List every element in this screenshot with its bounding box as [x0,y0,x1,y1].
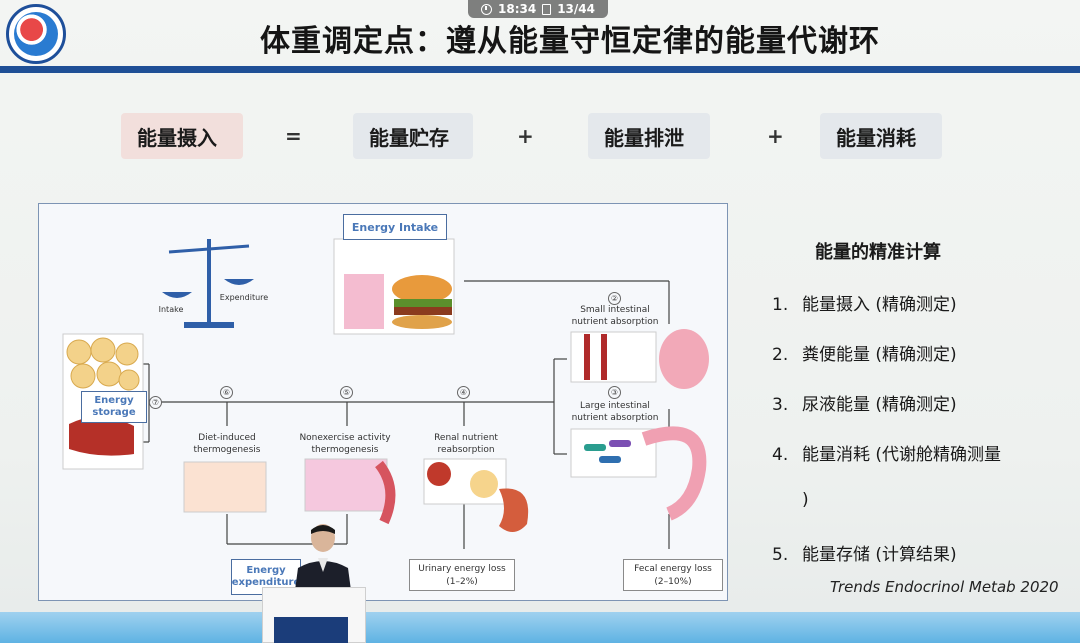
status-bar: 18:34 13/44 [468,0,608,18]
step-label-renal: Renal nutrient reabsorption [434,433,498,455]
list-item-1: 1.能量摄入 (精确测定) [772,295,957,315]
podium-screen [274,617,348,643]
diagram-arrows [62,238,709,549]
clock-icon [481,3,492,15]
step-number-3: ③ [608,386,621,399]
equation-storage: 能量贮存 [353,113,473,159]
list-item-4-continued: ) [802,490,809,510]
step-label-large-intestine: Large intestinal nutrient absorption [571,401,659,423]
equation-intake: 能量摄入 [121,113,243,159]
step-label-diet-thermogenesis: Diet-induced thermogenesis [193,433,261,455]
energy-intake-label: Energy Intake [343,214,447,240]
energy-cycle-diagram: Energy Intake Intake Expenditure Energy … [38,203,728,601]
equation-consumption: 能量消耗 [820,113,942,159]
scale-expenditure-label: Expenditure [219,293,269,302]
equation-plus-2: + [767,124,784,148]
fecal-loss-box: Fecal energy loss (2–10%) [623,559,723,591]
page-title: 体重调定点：遵从能量守恒定律的能量代谢环 [260,24,880,59]
citation: Trends Endocrinol Metab 2020 [830,578,1059,596]
title-divider [0,66,1080,73]
energy-storage-label: Energy storage [81,391,147,423]
equation-equals: = [285,124,302,148]
step-number-2: ② [608,292,621,305]
stage-backdrop [0,612,1080,643]
status-page: 13/44 [557,2,595,16]
list-item-4: 4.能量消耗 (代谢舱精确测量 [772,445,1002,465]
step-number-6: ⑥ [220,386,233,399]
list-item-2: 2.粪便能量 (精确测定) [772,345,957,365]
step-number-4: ④ [457,386,470,399]
step-label-neat: Nonexercise activity thermogenesis [299,433,391,455]
scale-intake-label: Intake [158,305,184,314]
equation-plus-1: + [517,124,534,148]
list-item-5: 5.能量存储 (计算结果) [772,545,957,565]
status-time: 18:34 [498,2,537,16]
list-title: 能量的精准计算 [815,242,941,263]
step-label-small-intestine: Small intestinal nutrient absorption [571,305,659,327]
urinary-loss-box: Urinary energy loss (1–2%) [409,559,515,591]
equation-excretion: 能量排泄 [588,113,710,159]
conference-logo [6,4,66,64]
step-number-7: ⑦ [149,396,162,409]
page-icon [542,3,552,15]
step-number-5: ⑤ [340,386,353,399]
list-item-3: 3.尿液能量 (精确测定) [772,395,957,415]
